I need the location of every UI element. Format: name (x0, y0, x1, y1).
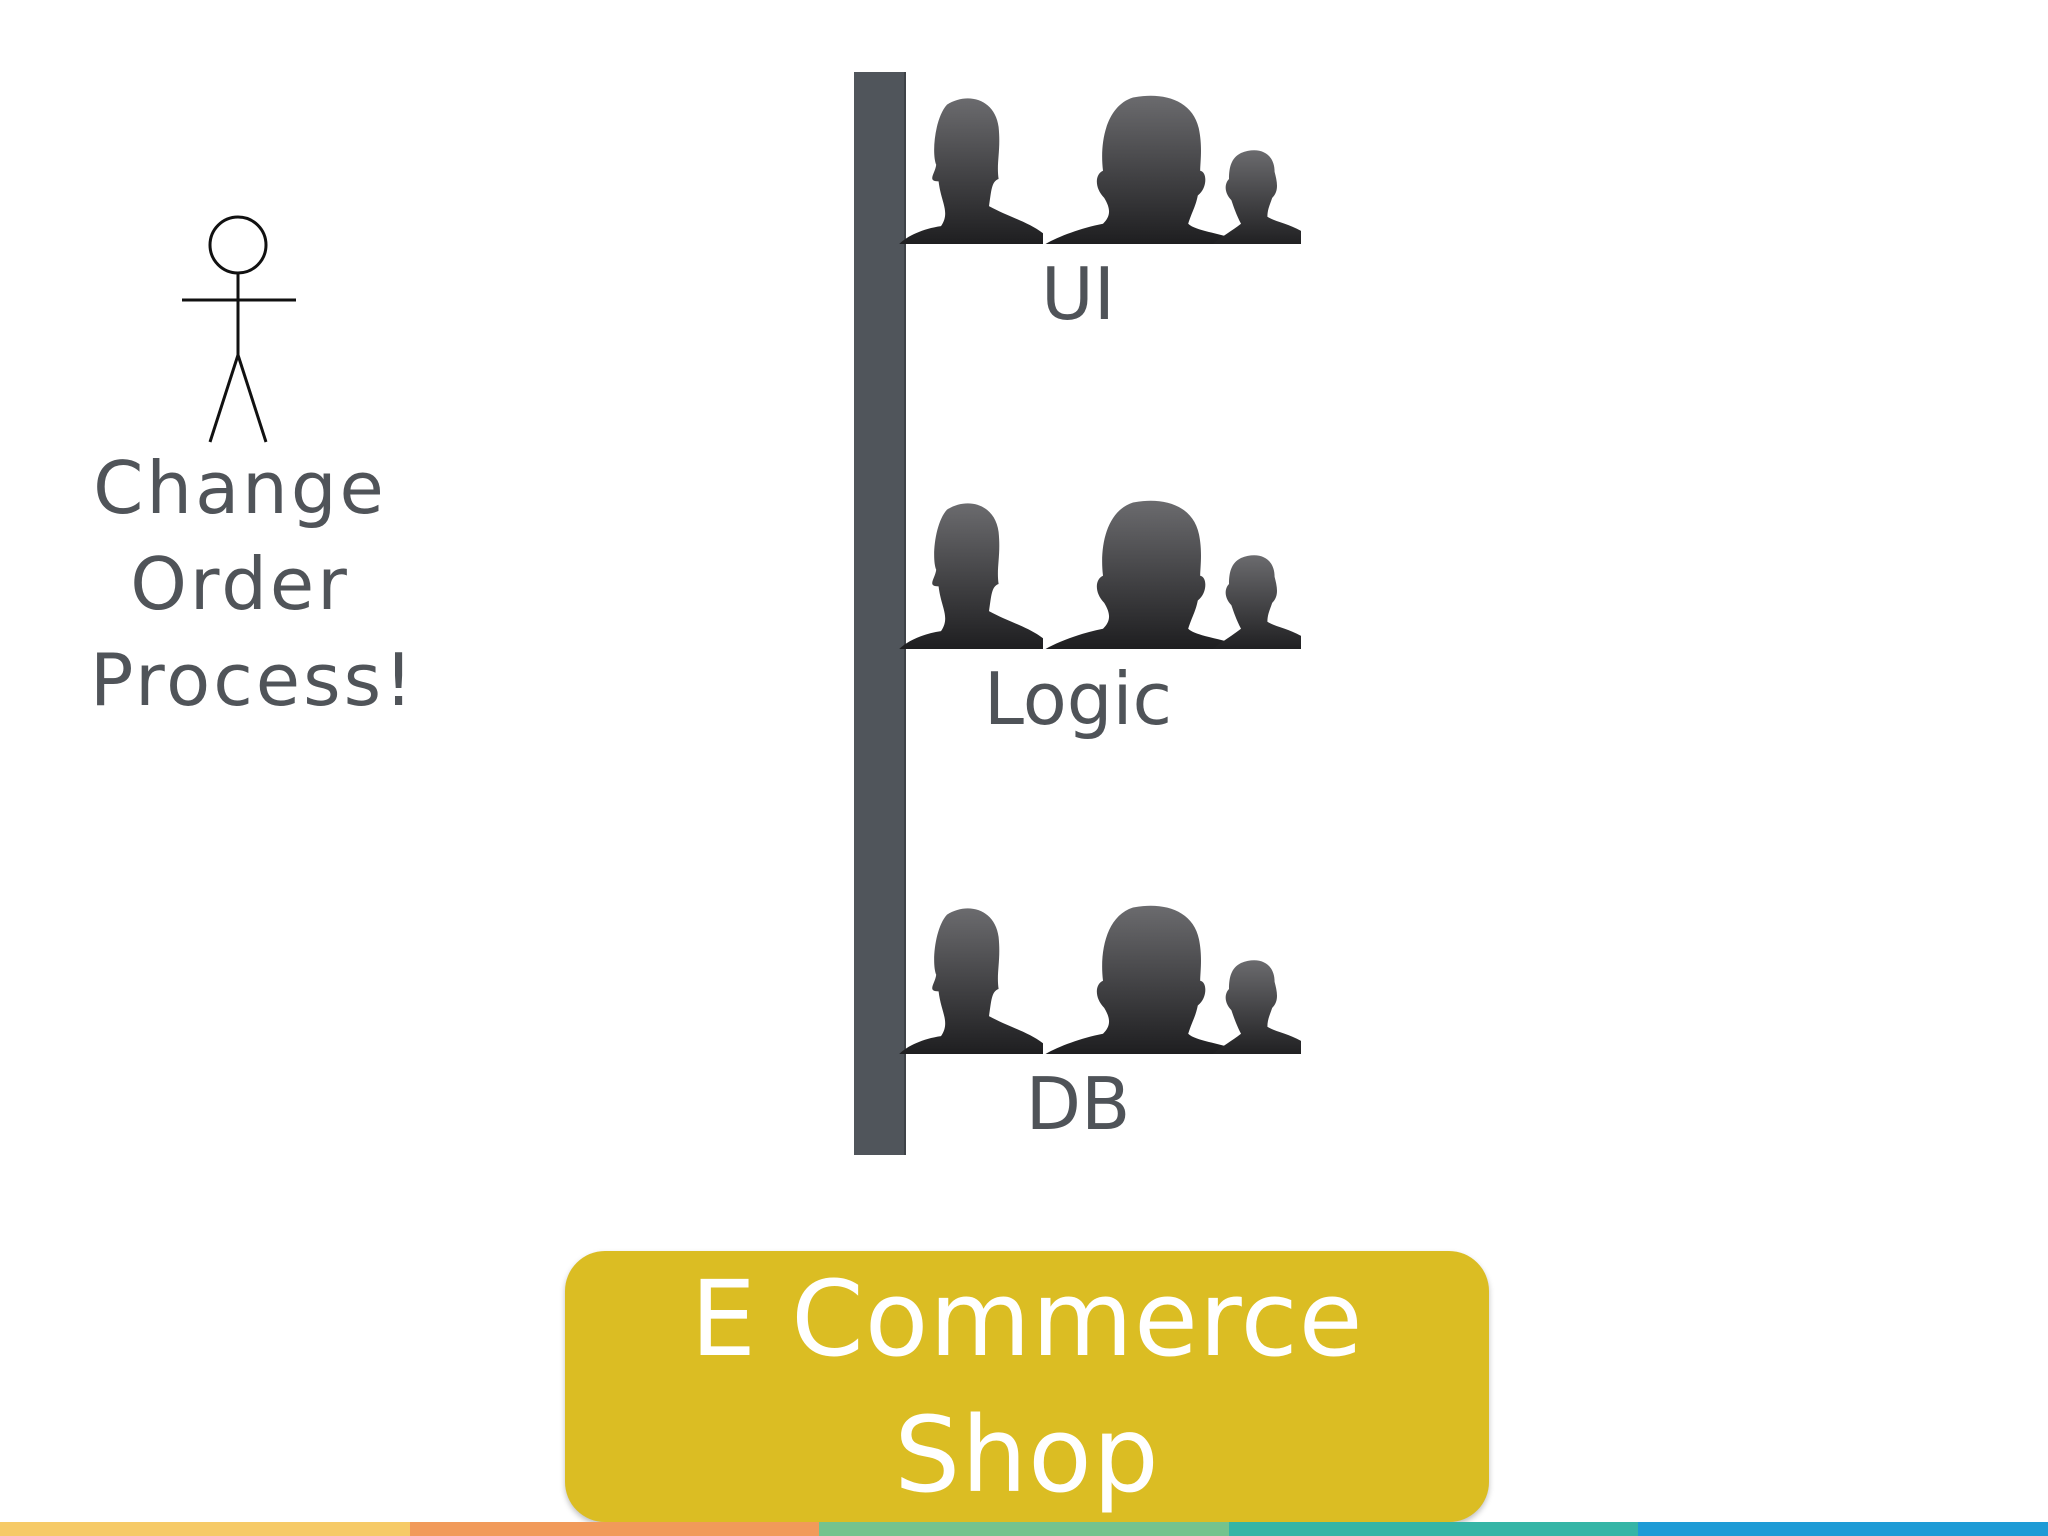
stripe-blue (1638, 1522, 2048, 1536)
tier-label-db: DB (1025, 1062, 1131, 1146)
tier-ui: UI (893, 94, 1303, 334)
team-people-icon (893, 500, 1301, 649)
stripe-orange (409, 1522, 820, 1536)
tier-db: DB (893, 904, 1303, 1144)
actor: Change Order Process! (90, 210, 416, 730)
stripe-yellow (0, 1522, 410, 1536)
bottom-color-bar (0, 1522, 2048, 1536)
stripe-green (819, 1522, 1229, 1536)
stick-figure-icon (182, 215, 296, 443)
shop-label: E Commerce Shop (690, 1257, 1364, 1516)
stripe-teal (1228, 1522, 1639, 1536)
team-people-icon (893, 95, 1301, 244)
tier-label-ui: UI (1041, 252, 1115, 336)
ecommerce-shop-box: E Commerce Shop (565, 1251, 1489, 1522)
team-pole (854, 72, 906, 1155)
tier-logic: Logic (893, 499, 1303, 739)
team-people-icon (893, 905, 1301, 1054)
actor-label: Change Order Process! (90, 446, 416, 722)
tier-label-logic: Logic (983, 657, 1173, 741)
